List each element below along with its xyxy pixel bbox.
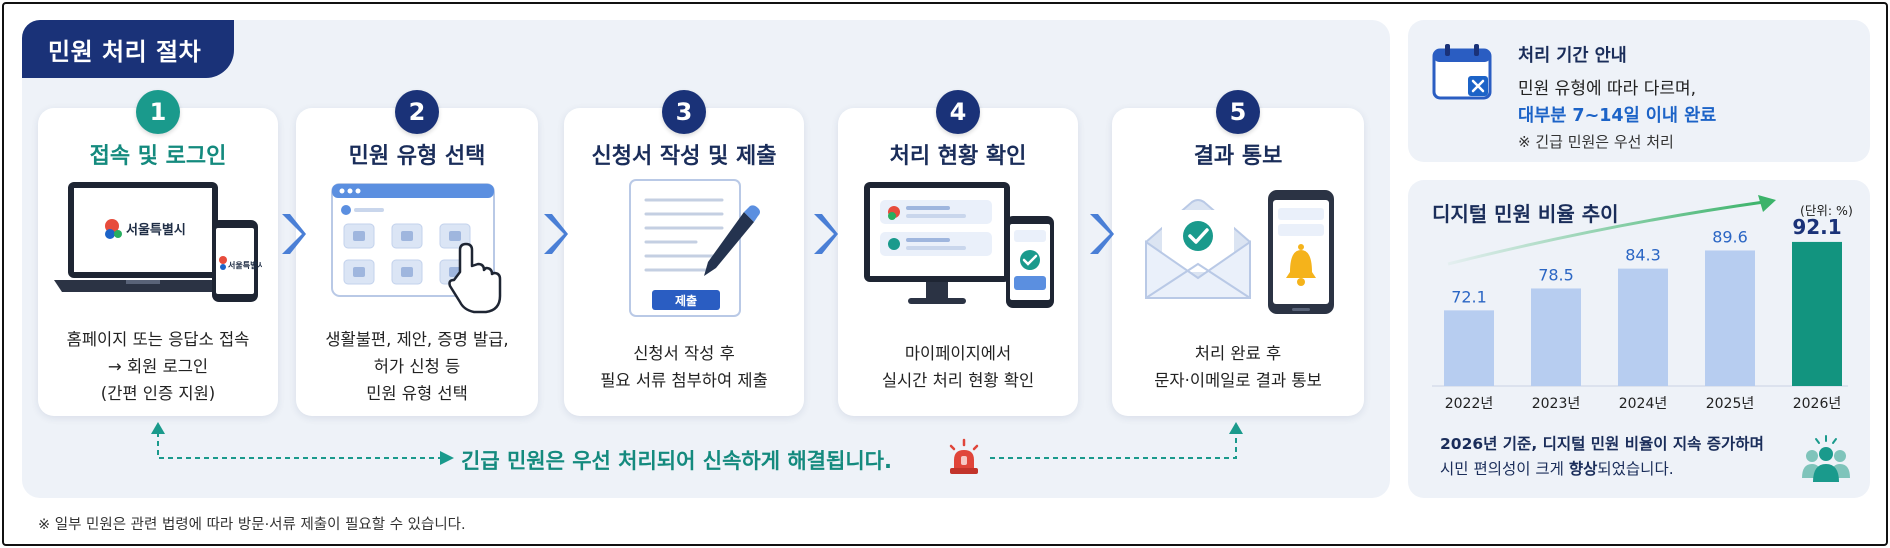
info-line-1: 민원 유형에 따라 다르며, xyxy=(1518,79,1697,99)
step-desc-3: 신청서 작성 후 필요 서류 첨부하여 제출 xyxy=(600,344,768,390)
footnote: ※ 일부 민원은 관련 법령에 따라 방문·서류 제출이 필요할 수 있습니다. xyxy=(38,517,466,533)
bar-2023년 xyxy=(1531,288,1581,386)
step-badge-5: 5 xyxy=(1216,90,1260,134)
chevron-right-icon xyxy=(282,214,306,254)
step-title-3: 신청서 작성 및 제출 xyxy=(591,144,777,169)
phone-logo-text: 서울특별시 xyxy=(228,260,262,270)
chart-unit: (단위: %) xyxy=(1800,203,1853,218)
urgent-message: 긴급 민원은 우선 처리되어 신속하게 해결됩니다. xyxy=(461,449,892,473)
bar-2026년 xyxy=(1792,241,1842,386)
step-desc-5: 처리 완료 후 문자·이메일로 결과 통보 xyxy=(1154,344,1322,390)
chart-title: 디지털 민원 비율 추이 xyxy=(1432,202,1619,226)
trend-arrow-head xyxy=(1758,195,1776,212)
bar-2022년 xyxy=(1444,310,1494,386)
bar-value-label: 84.3 xyxy=(1625,246,1661,265)
info-line-2: 대부분 7~14일 이내 완료 xyxy=(1518,106,1717,126)
bar-value-label: 78.5 xyxy=(1538,265,1574,284)
step-badge-4: 4 xyxy=(936,90,980,134)
x-tick-label: 2022년 xyxy=(1445,396,1494,412)
bar-2024년 xyxy=(1618,268,1668,386)
calendar-icon xyxy=(1432,44,1492,100)
bar-chart: 72.1 2022년 78.5 2023년 84.3 2024년 89.6 2025년 92.1… xyxy=(1432,195,1848,412)
step-badge-1: 1 xyxy=(136,90,180,134)
x-tick-label: 2025년 xyxy=(1706,396,1755,412)
x-tick-label: 2023년 xyxy=(1532,396,1581,412)
chevron-right-icon xyxy=(544,214,568,254)
browser-grid-illustration xyxy=(331,183,502,314)
bar-value-label: 89.6 xyxy=(1712,227,1748,246)
step-title-5: 결과 통보 xyxy=(1193,144,1283,169)
document-pen-illustration: 제출 xyxy=(629,179,760,317)
step-badge-2: 2 xyxy=(395,90,439,134)
step-title-1: 접속 및 로그인 xyxy=(89,144,227,169)
info-line-3: ※ 긴급 민원은 우선 처리 xyxy=(1518,133,1674,151)
siren-icon xyxy=(949,438,979,474)
step-desc-4: 마이페이지에서 실시간 처리 현황 확인 xyxy=(881,344,1035,390)
step-desc-1: 홈페이지 또는 응답소 접속 → 회원 로그인 (간편 인증 지원) xyxy=(66,330,250,403)
chart-note: 2026년 기준, 디지털 민원 비율이 지속 증가하며 시민 편의성이 크게 … xyxy=(1440,435,1764,478)
envelope-bell-illustration xyxy=(1145,190,1334,314)
citizens-group-icon xyxy=(1802,435,1850,482)
info-title: 처리 기간 안내 xyxy=(1518,46,1627,66)
laptop-phone-illustration: 서울특별시 서울특별시 xyxy=(54,182,262,302)
bar-2025년 xyxy=(1705,250,1755,386)
x-tick-label: 2026년 xyxy=(1793,396,1842,412)
monitor-phone-illustration xyxy=(864,182,1054,308)
bar-value-label: 72.1 xyxy=(1451,287,1487,306)
step-desc-2: 생활불편, 제안, 증명 발급, 허가 신청 등 민원 유형 선택 xyxy=(325,330,509,403)
chevron-right-icon xyxy=(814,214,838,254)
laptop-logo-text: 서울특별시 xyxy=(126,222,186,238)
x-tick-label: 2024년 xyxy=(1619,396,1668,412)
bar-value-label: 92.1 xyxy=(1792,215,1841,239)
step-title-4: 처리 현황 확인 xyxy=(889,144,1027,169)
step-badge-3: 3 xyxy=(662,90,706,134)
process-panel-title: 민원 처리 절차 xyxy=(22,20,234,78)
trend-arrow-line xyxy=(1447,200,1765,266)
step-title-2: 민원 유형 선택 xyxy=(348,144,486,169)
chevron-right-icon xyxy=(1090,214,1114,254)
submit-label: 제출 xyxy=(675,293,697,308)
